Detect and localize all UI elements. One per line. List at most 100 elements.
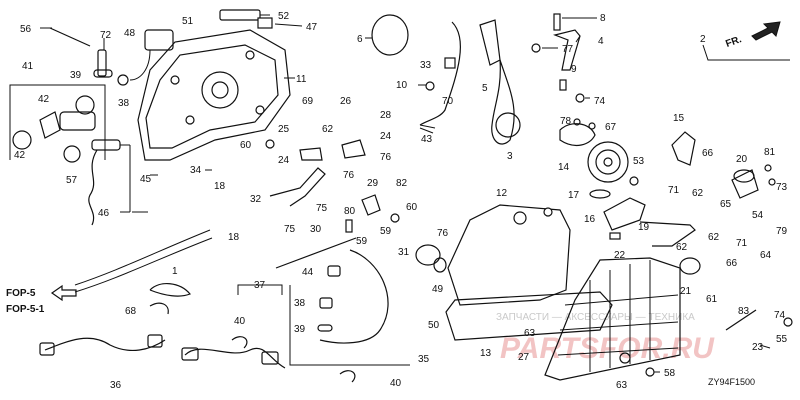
lanyard-46 [88, 149, 98, 226]
callout-25: 25 [278, 124, 290, 135]
callout-8: 8 [600, 13, 606, 24]
callout-47: 47 [306, 22, 318, 33]
callout-21: 21 [680, 286, 692, 297]
clip-40a [231, 336, 248, 349]
callout-54: 54 [752, 210, 764, 221]
callout-63a: 63 [524, 328, 536, 339]
callout-37: 37 [254, 280, 266, 291]
callout-59a: 59 [356, 236, 368, 247]
callout-43: 43 [421, 134, 433, 145]
callout-52: 52 [278, 11, 290, 22]
callout-30: 30 [310, 224, 322, 235]
callout-36: 36 [110, 380, 122, 391]
callout-4: 4 [598, 36, 604, 47]
callout-50: 50 [428, 320, 440, 331]
bracket-24b [341, 139, 366, 159]
callout-11: 11 [296, 74, 307, 85]
washer-77 [531, 43, 541, 53]
callout-48: 48 [124, 28, 136, 39]
bolt-58 [645, 367, 655, 377]
callout-63b: 63 [616, 380, 628, 391]
clip-40b [339, 370, 356, 383]
callout-42b: 42 [14, 150, 26, 161]
callout-75b: 75 [284, 224, 296, 235]
callout-82: 82 [396, 178, 408, 189]
switch-45 [91, 139, 121, 151]
pin-39b [317, 324, 333, 332]
handle-top-part [219, 9, 261, 21]
callout-65: 65 [720, 199, 732, 210]
callout-73: 73 [776, 182, 788, 193]
harness-36 [44, 337, 166, 352]
callout-59b: 59 [380, 226, 392, 237]
callout-6: 6 [357, 34, 363, 45]
callout-67: 67 [605, 122, 617, 133]
washer-67 [588, 122, 596, 130]
callout-74: 74 [594, 96, 606, 107]
drawing-code: ZY94F1500 [708, 377, 755, 387]
callout-labels: 56 72 48 51 52 47 6 33 8 77 4 2 41 39 38… [14, 11, 788, 391]
callout-12: 12 [496, 188, 508, 199]
bracket-4 [553, 29, 581, 71]
arm-32 [269, 167, 326, 207]
callout-55: 55 [776, 334, 788, 345]
fop-5-1-label: FOP-5-1 [6, 304, 45, 315]
plate-15 [671, 131, 696, 166]
callout-42a: 42 [38, 94, 50, 105]
callout-32: 32 [250, 194, 262, 205]
pin-80 [345, 219, 353, 233]
callout-40b: 40 [390, 378, 402, 389]
callout-18a: 18 [214, 181, 226, 192]
bundle-1 [149, 283, 191, 297]
callout-18b: 18 [228, 232, 240, 243]
group-37-bracket [237, 284, 283, 295]
callout-51: 51 [182, 16, 194, 27]
arm-19 [639, 221, 696, 247]
grommet-31 [415, 244, 441, 266]
harness-37 [184, 347, 286, 369]
washer-78 [573, 118, 581, 126]
callout-49: 49 [432, 284, 444, 295]
callout-76a: 76 [380, 152, 392, 163]
switch-48 [144, 29, 174, 51]
grommet-49 [433, 257, 447, 273]
callout-83: 83 [738, 306, 750, 317]
callout-57: 57 [66, 175, 78, 186]
gear-14 [587, 141, 629, 183]
callout-71b: 71 [736, 238, 748, 249]
callout-53: 53 [633, 156, 645, 167]
callout-24b: 24 [380, 131, 392, 142]
watermark-brand: PARTSFOR.RU [500, 332, 715, 365]
callout-35: 35 [418, 354, 430, 365]
callout-80: 80 [344, 206, 356, 217]
callout-9: 9 [571, 64, 577, 75]
bolt-59 [390, 213, 400, 223]
leader-lines [40, 14, 771, 373]
bolt-56 [49, 27, 91, 47]
bolt-81 [764, 164, 772, 172]
callout-60b: 60 [406, 202, 418, 213]
bolt-60 [265, 139, 275, 149]
callout-66b: 66 [726, 258, 738, 269]
callout-20: 20 [736, 154, 748, 165]
callout-19: 19 [638, 222, 650, 233]
callout-24a: 24 [278, 155, 290, 166]
cable-a [74, 229, 211, 286]
group-41-bracket [9, 84, 106, 160]
cam-7 [559, 123, 596, 147]
knob-21 [679, 257, 701, 275]
ignition-switch-part [12, 95, 96, 150]
clip-44 [327, 265, 341, 277]
callout-62d: 62 [676, 242, 688, 253]
callout-72: 72 [100, 30, 112, 41]
callout-17: 17 [568, 190, 580, 201]
front-arrow-label: FR. [724, 34, 743, 50]
cap-57 [63, 145, 81, 163]
lever-5 [479, 19, 501, 66]
callout-15: 15 [673, 113, 685, 124]
clip-part [257, 17, 273, 29]
fop-5-label: FOP-5 [6, 288, 36, 299]
bracket-16 [603, 197, 646, 231]
callout-81: 81 [764, 147, 776, 158]
